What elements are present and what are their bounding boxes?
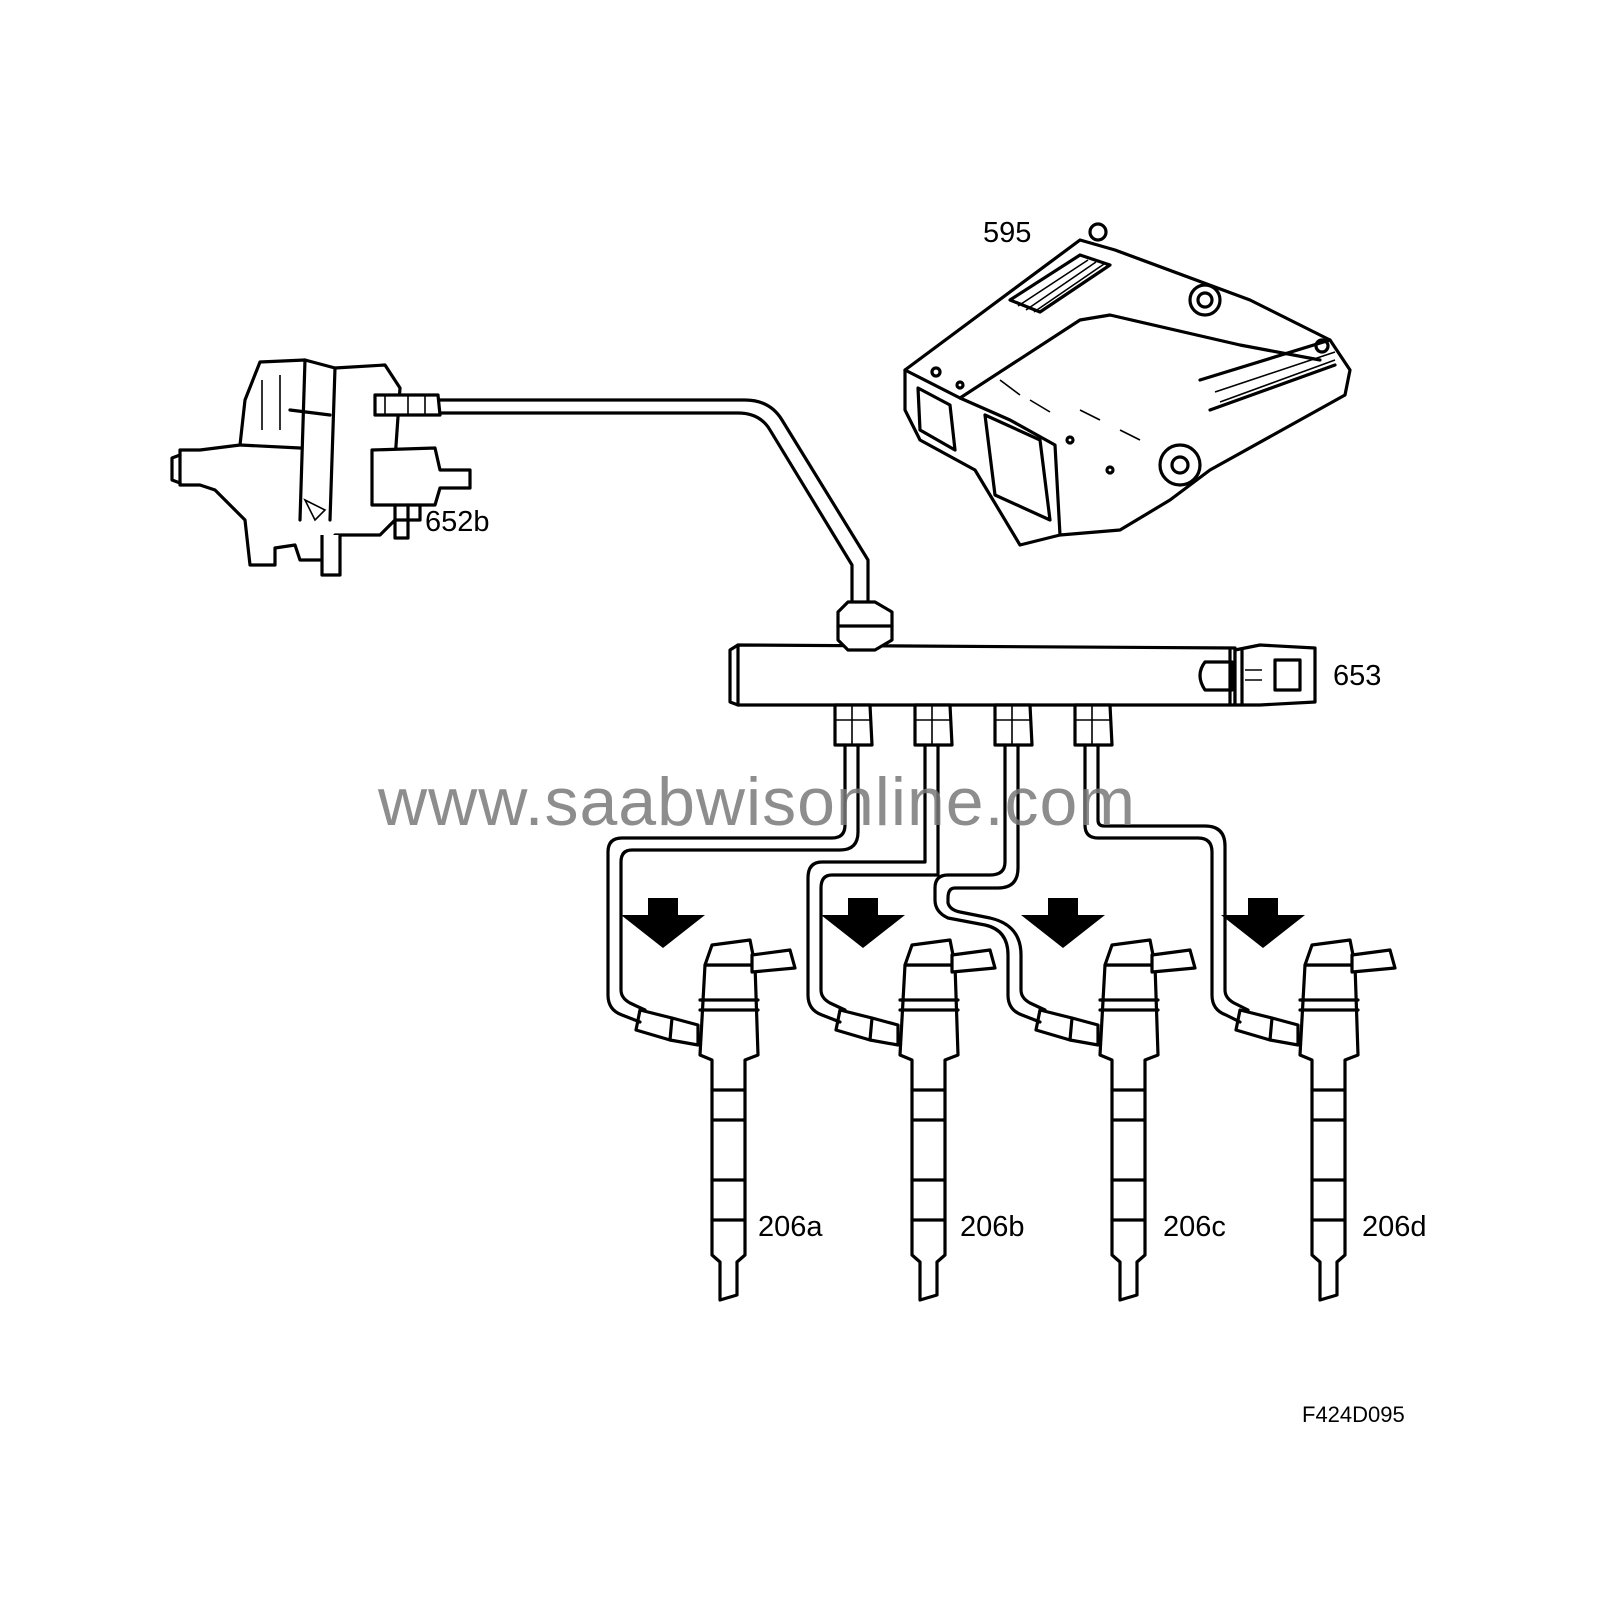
supply-pipe [438,398,870,604]
ecu-module [903,222,1352,547]
injector-c [1034,938,1197,1302]
injector-d [1234,938,1397,1302]
watermark: www.saabwisonline.com [378,764,1136,840]
figure-code: F424D095 [1302,1402,1405,1427]
injector-b [834,938,997,1302]
fuel-rail [728,600,1317,747]
label-injector-a: 206a [758,1211,823,1243]
label-injector-b: 206b [960,1211,1025,1243]
label-injector-d: 206d [1362,1211,1427,1243]
label-pump: 652b [425,506,490,538]
high-pressure-pump [170,358,472,577]
direction-arrows [621,898,1305,948]
injector-pipes [606,743,1250,1024]
label-rail: 653 [1333,660,1382,692]
label-ecu: 595 [983,217,1032,249]
label-injector-c: 206c [1163,1211,1226,1243]
injector-a [634,938,797,1302]
